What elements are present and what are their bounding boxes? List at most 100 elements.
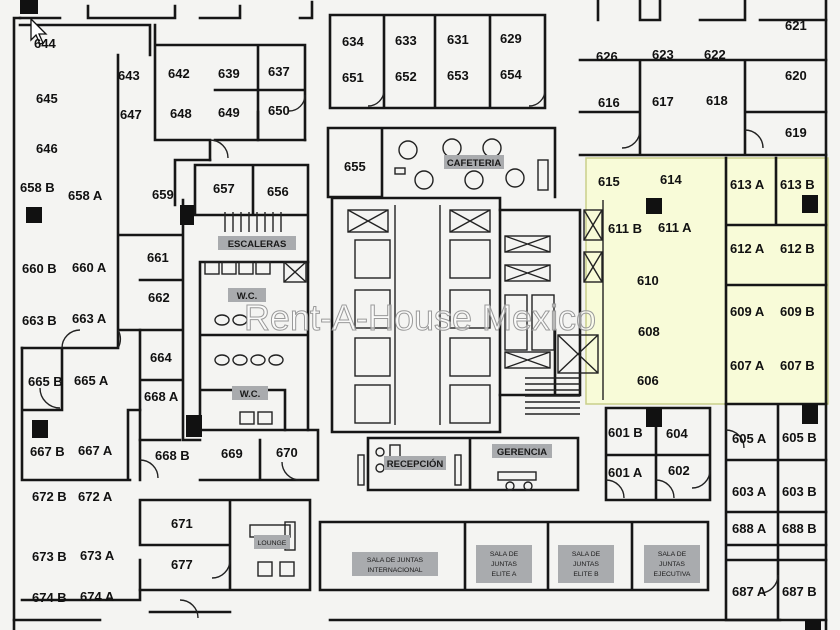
- management-label: GERENCIA: [497, 447, 547, 458]
- room-label: 667 B: [30, 444, 65, 459]
- room-label: 644: [34, 36, 56, 51]
- room-label: 659: [152, 187, 174, 202]
- room-label: 634: [342, 34, 364, 49]
- area-labels: CAFETERIA ESCALERAS W.C. W.C. RECEPCIÓN …: [228, 158, 691, 578]
- room-label: 657: [213, 181, 235, 196]
- room-label: 650: [268, 103, 290, 118]
- sala-ejecutiva-line: SALA DE: [658, 551, 687, 558]
- room-label: 613 B: [780, 177, 815, 192]
- room-label: 629: [500, 31, 522, 46]
- room-label: 615: [598, 174, 620, 189]
- room-label: 601 B: [608, 425, 643, 440]
- room-label: 688 B: [782, 521, 817, 536]
- room-label: 609 B: [780, 304, 815, 319]
- room-label: 608: [638, 324, 660, 339]
- lounge-label: LOUNGE: [258, 540, 287, 547]
- room-label: 660 A: [72, 260, 107, 275]
- room-label: 664: [150, 350, 172, 365]
- room-label: 623: [652, 47, 674, 62]
- room-label: 607 B: [780, 358, 815, 373]
- room-label: 653: [447, 68, 469, 83]
- room-label: 674 A: [80, 589, 115, 604]
- sala-elite-a-line: ELITE A: [492, 571, 517, 578]
- room-label: 667 A: [78, 443, 113, 458]
- room-label: 605 A: [732, 431, 767, 446]
- room-label: 613 A: [730, 177, 765, 192]
- room-label: 655: [344, 159, 366, 174]
- sala-elite-a-line: SALA DE: [490, 551, 519, 558]
- wc-lower-label: W.C.: [240, 389, 261, 400]
- room-label: 603 A: [732, 484, 767, 499]
- room-label: 609 A: [730, 304, 765, 319]
- room-label: 673 B: [32, 549, 67, 564]
- room-label: 610: [637, 273, 659, 288]
- sala-internacional-line: SALA DE JUNTAS: [367, 557, 424, 564]
- highlight-zone: [585, 157, 829, 405]
- wc-upper-label: W.C.: [237, 291, 258, 302]
- room-label: 649: [218, 105, 240, 120]
- room-label: 637: [268, 64, 290, 79]
- stairs-icon: [224, 212, 580, 415]
- room-label: 670: [276, 445, 298, 460]
- room-label: 668 B: [155, 448, 190, 463]
- room-label: 643: [118, 68, 140, 83]
- room-label: 602: [668, 463, 690, 478]
- room-label: 619: [785, 125, 807, 140]
- room-label: 606: [637, 373, 659, 388]
- room-label: 633: [395, 33, 417, 48]
- sala-elite-a-line: JUNTAS: [491, 561, 517, 568]
- room-label: 621: [785, 18, 807, 33]
- door-swing-icon: [39, 89, 779, 619]
- room-label: 687 B: [782, 584, 817, 599]
- sala-ejecutiva-line: JUNTAS: [659, 561, 685, 568]
- cursor-arrow-icon[interactable]: [30, 17, 48, 45]
- room-label: 660 B: [22, 261, 57, 276]
- room-label: 663 B: [22, 313, 57, 328]
- room-label: 656: [267, 184, 289, 199]
- room-label: 601 A: [608, 465, 643, 480]
- room-label: 673 A: [80, 548, 115, 563]
- room-label: 647: [120, 107, 142, 122]
- room-label: 669: [221, 446, 243, 461]
- column-icon: [20, 0, 821, 630]
- room-label: 642: [168, 66, 190, 81]
- stairs-label: ESCALERAS: [228, 239, 287, 250]
- walls: [12, 0, 828, 630]
- room-numbers: 644 645 646 658 B 658 A 660 B 660 A 663 …: [20, 18, 817, 605]
- room-label: 616: [598, 95, 620, 110]
- room-label: 648: [170, 106, 192, 121]
- room-label: 614: [660, 172, 682, 187]
- room-label: 662: [148, 290, 170, 305]
- sala-ejecutiva-line: EJECUTIVA: [654, 571, 691, 578]
- room-label: 663 A: [72, 311, 107, 326]
- reception-label: RECEPCIÓN: [387, 458, 444, 470]
- room-label: 654: [500, 67, 522, 82]
- room-label: 651: [342, 70, 364, 85]
- room-label: 668 A: [144, 389, 179, 404]
- room-label: 603 B: [782, 484, 817, 499]
- room-label: 611 A: [658, 220, 692, 235]
- room-label: 646: [36, 141, 58, 156]
- room-label: 665 B: [28, 374, 63, 389]
- room-label: 687 A: [732, 584, 767, 599]
- room-label: 645: [36, 91, 58, 106]
- room-label: 617: [652, 94, 674, 109]
- room-label: 688 A: [732, 521, 767, 536]
- cafeteria-label: CAFETERIA: [447, 158, 502, 169]
- room-label: 612 B: [780, 241, 815, 256]
- room-label: 677: [171, 557, 193, 572]
- room-label: 658 A: [68, 188, 103, 203]
- room-label: 611 B: [608, 221, 642, 236]
- watermark-text: Rent-A-House Mexico: [244, 297, 596, 338]
- sala-internacional-line: INTERNACIONAL: [367, 567, 422, 574]
- room-label: 672 B: [32, 489, 67, 504]
- room-label: 604: [666, 426, 688, 441]
- sala-elite-b-line: ELITE B: [573, 571, 599, 578]
- room-label: 665 A: [74, 373, 109, 388]
- room-label: 661: [147, 250, 169, 265]
- sala-elite-b-line: SALA DE: [572, 551, 601, 558]
- room-label: 622: [704, 47, 726, 62]
- room-label: 671: [171, 516, 193, 531]
- room-label: 618: [706, 93, 728, 108]
